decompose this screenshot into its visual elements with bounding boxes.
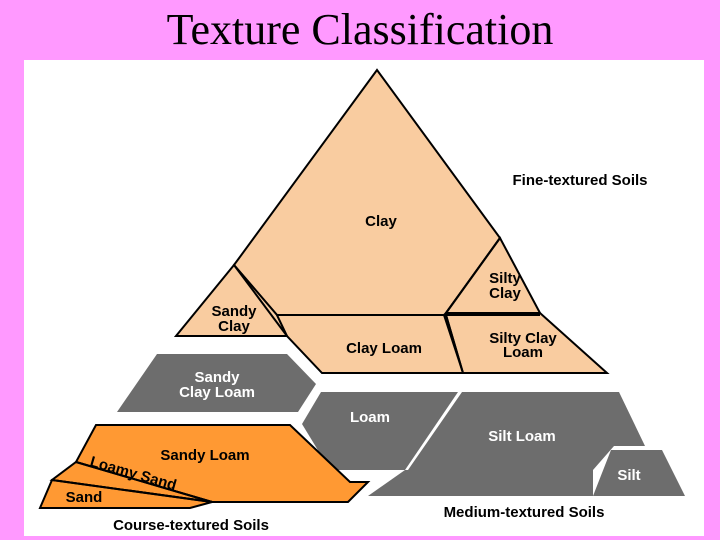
label-medium-textured-soils: Medium-textured Soils	[444, 504, 605, 521]
slide-title: Texture Classification	[166, 5, 554, 54]
label-sand: Sand	[66, 489, 103, 506]
label-silty-clay-line1: Silty	[489, 270, 521, 287]
label-sandy-clay-loam-line2: Clay Loam	[179, 384, 255, 401]
label-sandy-clay-line1: Sandy	[211, 303, 257, 320]
region-loam	[302, 392, 458, 470]
region-medium-base	[368, 470, 593, 496]
label-silty-clay-line2: Clay	[489, 285, 521, 302]
region-clay	[232, 68, 502, 316]
label-sandy-clay-loam-line1: Sandy	[194, 369, 240, 386]
label-clay: Clay	[365, 213, 397, 230]
label-sandy-clay-line2: Clay	[218, 318, 250, 335]
label-course-textured-soils: Course-textured Soils	[113, 517, 269, 534]
label-silt: Silt	[617, 467, 640, 484]
label-sandy-loam: Sandy Loam	[160, 447, 249, 464]
region-silt-loam	[408, 392, 645, 470]
label-fine-textured-soils: Fine-textured Soils	[512, 172, 647, 189]
label-loam: Loam	[350, 409, 390, 426]
label-silty-clay-loam-line2: Loam	[503, 344, 543, 361]
label-silty-clay-loam-line1: Silty Clay	[489, 330, 557, 347]
region-sandy-clay-loam	[117, 354, 316, 412]
label-clay-loam: Clay Loam	[346, 340, 422, 357]
label-silt-loam: Silt Loam	[488, 428, 556, 445]
region-silt	[593, 450, 685, 496]
